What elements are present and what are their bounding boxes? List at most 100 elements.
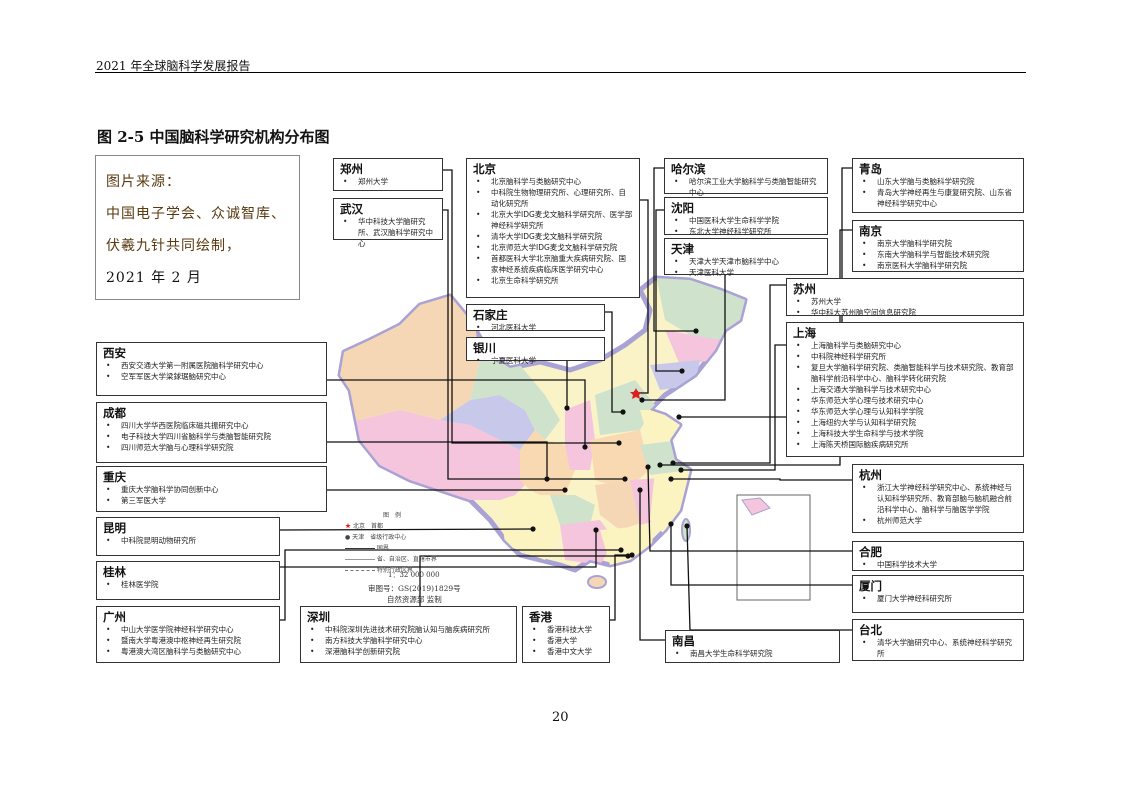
city-name: 深圳 xyxy=(307,610,330,624)
institution-item: 香港中文大学 xyxy=(529,646,603,657)
region-jilin xyxy=(665,330,720,365)
capital-marker-icon: ★ xyxy=(345,523,352,530)
city-dot xyxy=(657,462,663,468)
institution-item: 暨南大学粤港澳中枢神经再生研究院 xyxy=(103,635,273,646)
institution-box: 杭州浙江大学神经科学研究中心、系统神经与认知科学研究所、教育部脑与脑机融合前沿科… xyxy=(852,464,1024,533)
city-dot xyxy=(530,526,536,532)
institution-box: 台北清华大学脑研究中心、系统神经科学研究所 xyxy=(852,619,1024,661)
map-approval: 审图号：GS(2019)1829号 自然资源部 监制 xyxy=(368,583,461,605)
city-dot xyxy=(645,464,651,470)
legend-province-border-label: 省、自治区、直辖市界 xyxy=(376,556,437,563)
city-name: 重庆 xyxy=(103,470,126,484)
institution-item: 上海纽约大学与认知科学研究院 xyxy=(793,417,1017,428)
institution-item: 华中科大苏州脑空间信息研究院 xyxy=(793,307,1017,318)
city-name: 香港 xyxy=(529,610,552,624)
city-name: 西安 xyxy=(103,346,126,360)
institution-item: 南方科技大学脑科学研究中心 xyxy=(307,635,510,646)
institution-item: 四川师范大学脑与心理科学研究院 xyxy=(103,442,320,453)
city-name: 合肥 xyxy=(859,545,882,559)
legend-capital-label: 首都 xyxy=(370,523,383,530)
institution-item: 北京生命科学研究所 xyxy=(473,275,633,286)
institution-item: 中科院生物物理研究所、心理研究所、自动化研究所 xyxy=(473,187,633,209)
approval-supervisor: 自然资源部 监制 xyxy=(386,595,442,604)
connector-line xyxy=(327,379,586,447)
legend-border-label: 国界 xyxy=(376,545,389,552)
connector-line xyxy=(653,167,696,332)
region-xinjiang xyxy=(340,290,480,420)
institution-item: 重庆大学脑科学协同创新中心 xyxy=(103,484,320,495)
institution-item: 浙江大学神经科学研究中心、系统神经与认知科学研究所、教育部脑与脑机融合前沿科学中… xyxy=(859,482,1017,515)
city-name: 武汉 xyxy=(340,202,363,216)
city-name: 成都 xyxy=(103,406,126,420)
institution-item: 上海交通大学脑科学与技术研究中心 xyxy=(793,384,1017,395)
city-name: 石家庄 xyxy=(473,308,508,322)
institution-item: 青岛大学神经再生与康复研究院、山东省神经科学研究中心 xyxy=(859,187,1017,209)
institution-box: 沈阳中国医科大学生命科学学院东北大学神经科学研究所 xyxy=(664,197,828,237)
institution-item: 粤港澳大湾区脑科学与类脑研究中心 xyxy=(103,646,273,657)
legend-provincial-label: 省级行政中心 xyxy=(370,534,407,541)
national-border-symbol xyxy=(345,548,375,549)
institution-item: 深港脑科学创新研究院 xyxy=(307,646,510,657)
institution-box: 昆明中科院昆明动物研究所 xyxy=(96,517,280,556)
capital-star-icon xyxy=(630,388,642,399)
institution-item: 复旦大学脑科学研究院、类脑智能科学与技术研究院、教育部脑科学前沿科学中心、脑科学… xyxy=(793,362,1017,384)
institution-item: 南京大学脑科学研究院 xyxy=(859,238,1017,249)
institution-item: 北京师范大学IDG麦戈文脑科学研究院 xyxy=(473,242,633,253)
city-dot xyxy=(622,476,628,482)
region-henan-hubei xyxy=(590,430,650,490)
source-authors-cont: 伏羲九针共同绘制， xyxy=(106,238,241,254)
connector-line xyxy=(673,284,786,464)
region-fujian-zhejiang xyxy=(650,465,690,535)
city-dot xyxy=(625,553,631,559)
institution-item: 哈尔滨工业大学脑科学与类脑智能研究中心 xyxy=(671,176,821,198)
institution-item: 四川大学华西医院临床磁共振研究中心 xyxy=(103,420,320,431)
institution-item: 北京脑科学与类脑研究中心 xyxy=(473,176,633,187)
city-name: 银川 xyxy=(473,341,496,355)
provincial-marker-icon: ● xyxy=(345,534,351,541)
institution-box: 桂林桂林医学院 xyxy=(96,561,280,600)
institution-item: 华东师范大学心理与技术研究中心 xyxy=(793,395,1017,406)
city-name: 上海 xyxy=(793,326,816,340)
connector-line xyxy=(655,209,682,372)
institution-item: 杭州师范大学 xyxy=(859,515,1017,526)
city-name: 南昌 xyxy=(672,634,695,648)
region-tibet xyxy=(340,410,530,500)
institution-item: 空军军医大学梁銶琚脑研究中心 xyxy=(103,371,320,382)
institution-item: 中科院深圳先进技术研究院脑认知与脑疾病研究所 xyxy=(307,624,510,635)
city-dot xyxy=(593,527,599,533)
legend-provincial-name: 天津 xyxy=(352,534,365,541)
institution-box: 石家庄河北医科大学 xyxy=(466,304,605,333)
running-header: 2021 年全球脑科学发展报告 xyxy=(96,59,251,73)
connector-line xyxy=(419,555,628,606)
connector-line xyxy=(605,311,623,413)
city-name: 杭州 xyxy=(859,468,882,482)
connector-line xyxy=(610,554,632,621)
city-dot xyxy=(670,460,676,466)
source-authors: 中国电子学会、众诚智库、 xyxy=(106,206,286,222)
institution-box: 天津天津大学天津市脑科学中心天津医科大学 xyxy=(664,238,828,278)
institution-item: 中国科学技术大学 xyxy=(859,559,1017,570)
institution-item: 中科院昆明动物研究所 xyxy=(103,535,273,546)
institution-item: 天津大学天津市脑科学中心 xyxy=(671,256,821,267)
connector-line xyxy=(279,528,534,531)
taiwan-island xyxy=(681,518,691,542)
institution-item: 苏州大学 xyxy=(793,296,1017,307)
institution-box: 上海上海脑科学与类脑研究中心中科院神经科学研究所复旦大学脑科学研究院、类脑智能科… xyxy=(786,322,1024,457)
institution-item: 中山大学医学院神经科学研究中心 xyxy=(103,624,273,635)
city-dot xyxy=(684,523,690,529)
city-name: 广州 xyxy=(103,610,126,624)
institution-item: 厦门大学神经科研究所 xyxy=(859,593,1017,604)
city-dot xyxy=(620,409,626,415)
connector-line xyxy=(671,478,852,481)
institution-box: 香港香港科技大学香港大学香港中文大学 xyxy=(522,606,610,663)
city-name: 苏州 xyxy=(793,282,816,296)
institution-item: 山东大学脑与类脑科学研究院 xyxy=(859,176,1017,187)
city-name: 郑州 xyxy=(340,162,363,176)
institution-item: 香港科技大学 xyxy=(529,624,603,635)
city-name: 哈尔滨 xyxy=(671,162,706,176)
institution-box: 南京南京大学脑科学研究院东南大学脑科学与智能技术研究院南京医科大学脑科学研究院 xyxy=(852,220,1024,272)
institution-item: 首都医科大学北京脑重大疾病研究院、国家神经系统疾病临床医学研究中心 xyxy=(473,253,633,275)
city-name: 昆明 xyxy=(103,521,126,535)
city-dot xyxy=(618,547,624,553)
city-dot xyxy=(678,467,684,473)
